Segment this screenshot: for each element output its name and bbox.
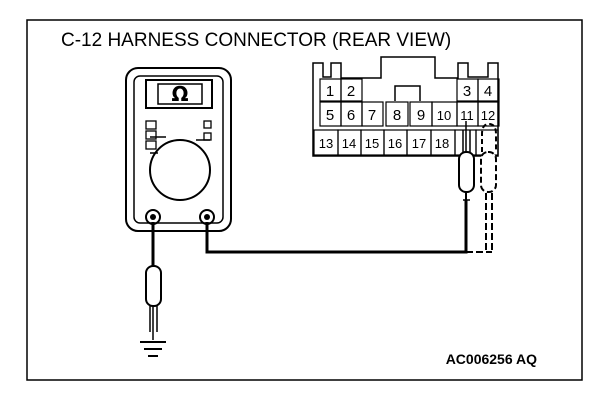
multimeter-display	[145, 79, 213, 109]
range-switch	[203, 132, 212, 141]
multimeter-body	[125, 67, 232, 232]
pin-label: 1	[326, 83, 334, 100]
range-switch	[145, 130, 157, 140]
multimeter: Ω	[125, 67, 232, 232]
pin-label: 4	[484, 83, 492, 100]
pin-cavity	[385, 101, 409, 127]
diagram-title: C-12 HARNESS CONNECTOR (REAR VIEW)	[61, 30, 451, 51]
test-lead-wire	[205, 200, 468, 254]
ground-probe-handle	[145, 265, 162, 307]
pin-cavity	[477, 101, 500, 127]
connector-housing	[312, 56, 499, 157]
pin-label: 11	[460, 108, 474, 123]
probe-tip-alt	[481, 122, 497, 152]
pin-label: 15	[365, 136, 379, 151]
multimeter-display-window	[157, 83, 203, 105]
pin-label: 14	[342, 136, 356, 151]
range-switch	[145, 140, 157, 150]
pin-label: 18	[435, 136, 449, 151]
diagram-frame	[26, 19, 583, 381]
pin-label: 13	[319, 136, 333, 151]
harness-connector: 1 2 3 4 5 6 7 8 9 10 11 12 13 14 15 16 1…	[312, 56, 500, 157]
range-switch	[203, 120, 212, 129]
pin-label: 16	[388, 136, 402, 151]
figure-code: AC006256 AQ	[446, 351, 537, 367]
ground-symbol	[140, 341, 166, 357]
pin-cavity	[340, 78, 363, 102]
pin-cavity	[361, 101, 384, 127]
multimeter-inner-bezel	[133, 75, 224, 224]
pin-label: 8	[393, 107, 401, 124]
ohm-symbol: Ω	[171, 82, 188, 106]
range-dial	[149, 139, 211, 201]
com-jack-center	[150, 214, 156, 220]
ohm-jack-center	[204, 214, 210, 220]
pin-label: 2	[347, 83, 355, 100]
pin-label: 17	[412, 136, 426, 151]
pin-cavity	[477, 78, 500, 102]
pin-label: 3	[463, 83, 471, 100]
connector-key	[394, 85, 421, 101]
pin-label: 6	[347, 107, 355, 124]
ground-probe	[145, 265, 162, 340]
pin-label: 5	[326, 107, 334, 124]
probe-handle	[458, 151, 475, 193]
pin-label: 9	[417, 107, 425, 124]
pin-label: 7	[368, 107, 376, 124]
probe-handle-alt	[480, 151, 497, 193]
range-switch	[145, 120, 157, 130]
pin-label: 12	[481, 108, 495, 123]
test-probe-dashed	[466, 122, 497, 253]
pin-cavity	[475, 129, 499, 156]
test-probe-solid	[458, 121, 475, 201]
pin-label: 10	[437, 108, 451, 123]
